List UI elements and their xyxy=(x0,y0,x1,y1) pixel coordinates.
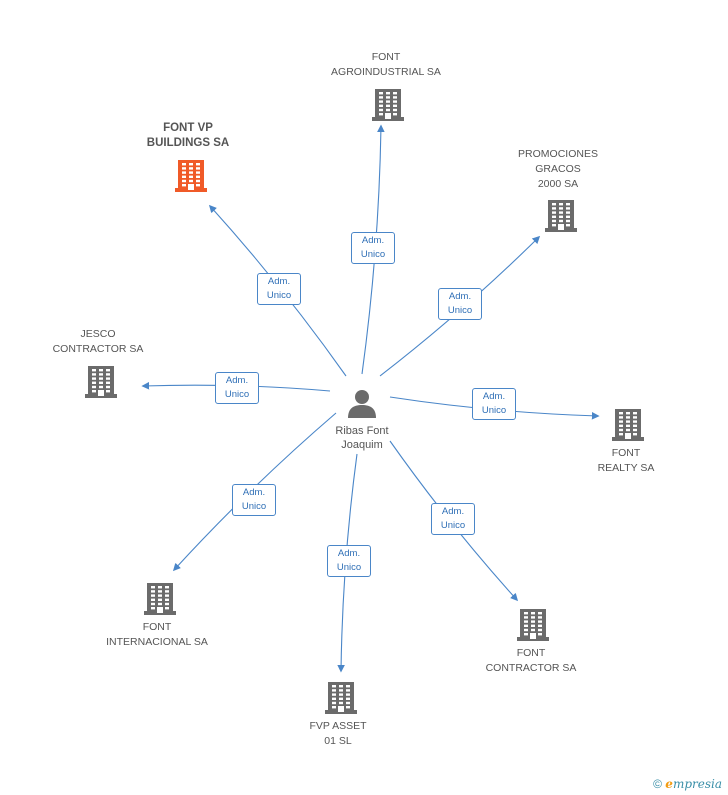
company-node[interactable] xyxy=(144,581,176,620)
company-name[interactable]: FONT AGROINDUSTRIAL SA xyxy=(331,51,441,78)
relation-label-bottom: Unico xyxy=(481,405,507,416)
relation-label-bottom: Unico xyxy=(440,520,466,531)
relation-label-bottom: Unico xyxy=(224,389,250,400)
company-name[interactable]: FVP ASSET 01 SL xyxy=(309,720,367,747)
relation-badge[interactable]: Adm. Unico xyxy=(438,288,482,320)
relation-badge[interactable]: Adm. Unico xyxy=(327,545,371,577)
relation-badge[interactable]: Adm. Unico xyxy=(215,372,259,404)
relation-label-top: Adm. xyxy=(482,391,506,402)
relation-label-top: Adm. xyxy=(441,506,465,517)
building-icon xyxy=(85,366,117,398)
relation-label-top: Adm. xyxy=(337,548,361,559)
relation-label-bottom: Unico xyxy=(360,249,386,260)
company-node[interactable] xyxy=(612,407,644,446)
building-icon xyxy=(612,409,644,441)
company-node[interactable] xyxy=(325,680,357,719)
company-name[interactable]: JESCO CONTRACTOR SA xyxy=(52,328,144,355)
relation-label-top: Adm. xyxy=(242,487,266,498)
relation-badge[interactable]: Adm. Unico xyxy=(472,388,516,420)
person-name[interactable]: Ribas Font Joaquim xyxy=(335,425,389,451)
company-node[interactable] xyxy=(175,158,207,197)
building-icon xyxy=(545,200,577,232)
company-node[interactable] xyxy=(517,607,549,646)
relation-label-bottom: Unico xyxy=(447,305,473,316)
relation-label-bottom: Unico xyxy=(266,290,292,301)
footer-brand: © empresia xyxy=(653,777,722,791)
person-node[interactable] xyxy=(347,388,377,423)
building-icon xyxy=(372,89,404,121)
building-icon xyxy=(325,682,357,714)
company-name[interactable]: FONT INTERNACIONAL SA xyxy=(106,621,208,648)
relation-label-top: Adm. xyxy=(267,276,291,287)
company-name[interactable]: FONT REALTY SA xyxy=(597,447,655,474)
building-icon xyxy=(144,583,176,615)
company-node[interactable] xyxy=(372,87,404,126)
relation-label-top: Adm. xyxy=(361,235,385,246)
relation-label-top: Adm. xyxy=(448,291,472,302)
company-name[interactable]: FONT VP BUILDINGS SA xyxy=(146,122,230,149)
company-node[interactable] xyxy=(545,198,577,237)
brand-initial: e xyxy=(665,777,673,791)
relation-label-top: Adm. xyxy=(225,375,249,386)
copyright-symbol: © xyxy=(653,777,662,791)
relation-label-bottom: Unico xyxy=(336,562,362,573)
company-name[interactable]: FONT CONTRACTOR SA xyxy=(485,647,577,674)
building-icon xyxy=(517,609,549,641)
company-name[interactable]: PROMOCIONES GRACOS 2000 SA xyxy=(518,148,598,190)
person-icon xyxy=(348,390,376,418)
relation-badge[interactable]: Adm. Unico xyxy=(431,503,475,535)
relation-badge[interactable]: Adm. Unico xyxy=(257,273,301,305)
relation-badge[interactable]: Adm. Unico xyxy=(232,484,276,516)
building-icon xyxy=(175,160,207,192)
relation-label-bottom: Unico xyxy=(241,501,267,512)
relation-badge[interactable]: Adm. Unico xyxy=(351,232,395,264)
company-node[interactable] xyxy=(85,364,117,403)
brand-name: mpresia xyxy=(672,777,722,791)
